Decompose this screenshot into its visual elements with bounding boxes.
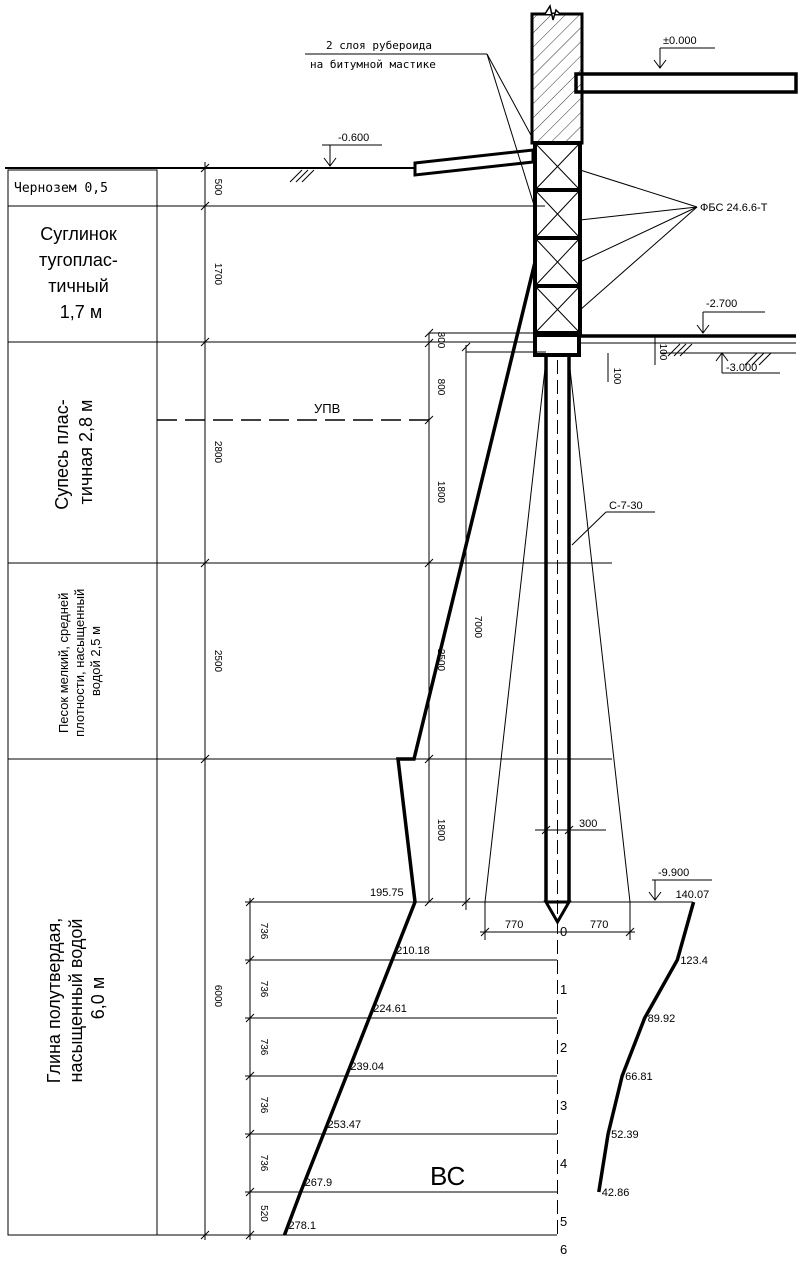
additional-pressure-value: 66.81 — [625, 1071, 653, 1083]
pile-cap — [533, 333, 581, 357]
svg-text:-0.600: -0.600 — [338, 132, 369, 144]
basement-wall — [530, 4, 798, 145]
natural-pressure-value: 267.9 — [305, 1177, 333, 1189]
svg-text:800: 800 — [435, 379, 446, 396]
point-number: 6 — [560, 1242, 567, 1257]
natural-pressure-value: 224.61 — [373, 1003, 407, 1015]
svg-text:770: 770 — [590, 919, 608, 931]
point-number: 4 — [560, 1156, 567, 1171]
point-number: 3 — [560, 1098, 567, 1113]
svg-text:ФБС 24.6.6-Т: ФБС 24.6.6-Т — [700, 202, 768, 214]
svg-text:на битумной мастике: на битумной мастике — [310, 58, 436, 71]
layer-label-loam: Суглинок тугоплас- тичный 1,7 м — [39, 224, 123, 322]
load-spread-lines — [484, 359, 631, 903]
svg-text:±0.000: ±0.000 — [663, 35, 697, 47]
svg-text:-9.900: -9.900 — [658, 867, 689, 879]
additional-pressure-value: 42.86 — [602, 1187, 630, 1199]
groundwater-level: УПВ — [157, 401, 430, 421]
dim-layer-5: 6000 — [212, 985, 223, 1008]
sublayer-thickness: 520 — [258, 1205, 269, 1222]
layer-label-sandy-loam: Супесь плас- тичная 2,8 м — [52, 394, 96, 509]
natural-pressure-value: 210.18 — [396, 945, 430, 957]
floor-slab — [574, 72, 798, 94]
natural-pressure-line — [282, 261, 537, 1236]
svg-text:100: 100 — [611, 368, 622, 385]
point-number: 1 — [560, 982, 567, 997]
layer-thickness-dimension: 500 1700 2800 2500 6000 — [200, 162, 223, 1240]
natural-pressure-value: 239.04 — [350, 1061, 384, 1073]
point-number: 0 — [560, 924, 567, 939]
callout-pile: С-7-30 — [571, 500, 655, 546]
brick-wall — [530, 12, 584, 145]
elevation-pit-bottom: -3.000 — [660, 352, 796, 374]
blind-area — [413, 148, 535, 177]
pile — [543, 356, 572, 1235]
svg-text:2500: 2500 — [435, 649, 446, 672]
natural-pressure-value: 278.1 — [288, 1220, 316, 1232]
additional-pressure-curve: 140.07 123.4 89.92 66.81 52.39 42.86 — [597, 889, 710, 1199]
elevation-pile-tip: -9.900 — [648, 867, 712, 901]
dim-layer-3: 2800 — [212, 441, 223, 464]
natural-pressure-curve: 195.75 210.18 224.61 239.04 253.47 267.9 278.1 — [282, 261, 537, 1236]
sublayer-dimensions: 736 736 736 736 736 520 — [245, 897, 269, 1240]
svg-text:1800: 1800 — [435, 819, 446, 842]
svg-text:100: 100 — [657, 344, 668, 361]
soil-column: Чернозем 0,5 Суглинок тугоплас- тичный 1… — [5, 167, 612, 1236]
dim-layer-2: 1700 — [212, 263, 223, 286]
sublayer-thickness: 736 — [258, 981, 269, 998]
layer-label-chernozem: Чернозем 0,5 — [14, 181, 108, 196]
dim-ticks — [200, 163, 210, 1240]
additional-pressure-line — [597, 901, 696, 1193]
svg-text:-2.700: -2.700 — [706, 298, 737, 310]
svg-text:-3.000: -3.000 — [726, 362, 757, 374]
compressed-zone-label: ВС — [430, 1161, 465, 1191]
svg-text:С-7-30: С-7-30 — [609, 500, 643, 512]
dim-layer-4: 2500 — [212, 650, 223, 673]
sublayer-thickness: 736 — [258, 1097, 269, 1114]
point-numbers: 0 1 2 3 4 5 6 — [560, 924, 567, 1257]
point-number: 5 — [560, 1214, 567, 1229]
additional-pressure-value: 52.39 — [611, 1129, 639, 1141]
point-number: 2 — [560, 1040, 567, 1055]
callout-fbs: ФБС 24.6.6-Т — [579, 169, 768, 311]
svg-text:770: 770 — [505, 919, 523, 931]
svg-text:2 слоя рубероида: 2 слоя рубероида — [326, 39, 432, 52]
dim-layer-1: 500 — [212, 179, 223, 196]
natural-pressure-value: 195.75 — [370, 887, 404, 899]
groundwater-label: УПВ — [314, 401, 340, 416]
callout-roofing: 2 слоя рубероида на битумной мастике — [305, 39, 535, 206]
svg-text:300: 300 — [579, 818, 597, 830]
sublayer-lines — [245, 901, 693, 1236]
additional-pressure-value: 89.92 — [648, 1013, 676, 1025]
layer-label-clay: Глина полутвердая, насыщенный водой 6,0 … — [44, 913, 108, 1084]
elevation-foundation-base: -2.700 — [667, 298, 765, 357]
svg-text:300: 300 — [435, 332, 446, 349]
wall-break-mark — [532, 4, 582, 21]
elevation-ground: -0.600 — [289, 132, 382, 183]
sublayer-thickness: 736 — [258, 1039, 269, 1056]
elevation-floor: ±0.000 — [653, 35, 715, 69]
additional-pressure-value: 140.07 — [676, 889, 710, 901]
layer-label-fine-sand: Песок мелкий, средней плотности, насыщен… — [56, 585, 103, 737]
svg-text:1800: 1800 — [435, 481, 446, 504]
sublayer-thickness: 736 — [258, 1155, 269, 1172]
natural-pressure-value: 253.47 — [328, 1119, 362, 1131]
additional-pressure-value: 123.4 — [680, 955, 708, 967]
svg-text:7000: 7000 — [472, 616, 483, 639]
sublayer-thickness: 736 — [258, 923, 269, 940]
pile-dimensions: 300 800 1800 2500 1800 7000 300 100 100 … — [424, 328, 668, 940]
fbs-blocks — [533, 141, 582, 357]
